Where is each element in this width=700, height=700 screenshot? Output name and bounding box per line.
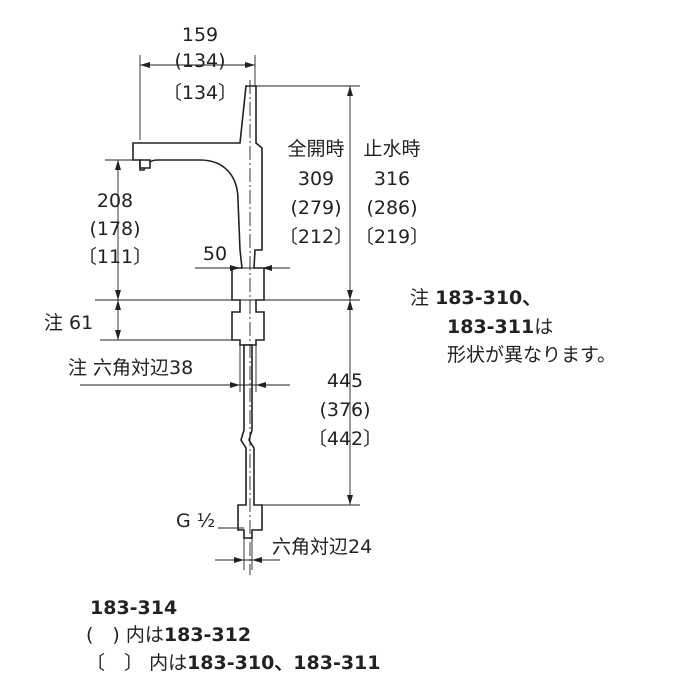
spout-height-main-label: 208 (96, 190, 134, 212)
note-model-a: 183-310、 (435, 287, 542, 309)
shape-note-line2: 183-311は (447, 316, 553, 338)
shank-paren-label: (376) (319, 399, 371, 421)
stop-label: 止水時 (363, 138, 421, 160)
spout-outline (132, 85, 265, 346)
shape-note-line3: 形状が異なります。 (447, 344, 617, 366)
hex38-label: 注 六角対辺38 (68, 357, 194, 379)
arrow-down-icon (347, 495, 353, 505)
arrow-left-icon (256, 382, 266, 388)
arrow-up-icon (347, 300, 353, 310)
arrow-up-icon (115, 300, 121, 310)
note61-label: 注 61 (44, 312, 94, 334)
spout-height-paren-label: (178) (89, 218, 141, 240)
arrow-down-icon (115, 290, 121, 300)
arrow-right-icon (245, 62, 255, 68)
legend-paren-symbol: ( ) (86, 624, 120, 646)
arrow-left-icon (252, 557, 262, 563)
hex24-label: 六角対辺24 (272, 536, 373, 558)
legend-paren-line: ( ) 内は183-312 (86, 624, 251, 646)
legend-paren-text: 内は (125, 624, 164, 646)
width-main-label: 159 (181, 24, 219, 46)
shank-bracket-label: 〔442〕 (307, 428, 383, 450)
shank-main-label: 445 (326, 370, 364, 392)
legend-bracket-line: 〔 〕 内は183-310、183-311 (86, 652, 381, 674)
legend-model: 183-314 (90, 597, 178, 619)
note-model-b: 183-311 (447, 316, 535, 338)
legend-bracket-text: 内は (149, 652, 188, 674)
legend-bracket-symbol: 〔 〕 (86, 652, 144, 674)
spout-height-bracket-label: 〔111〕 (77, 246, 153, 268)
width-paren-label: (134) (174, 50, 226, 72)
stop-bracket-label: 〔219〕 (354, 226, 430, 248)
full-open-label: 全開時 (287, 138, 345, 160)
shape-note-line1: 注 183-310、 (410, 287, 541, 309)
arrow-left-icon (140, 62, 150, 68)
full-open-paren-label: (279) (290, 197, 342, 219)
arrow-down-icon (115, 330, 121, 340)
stop-main-label: 316 (373, 168, 411, 190)
aerator (139, 159, 151, 169)
legend-bracket-models: 183-310、183-311 (187, 652, 381, 674)
note-suffix-b: は (534, 316, 554, 338)
arrow-right-icon (234, 557, 244, 563)
arrow-right-icon (230, 382, 240, 388)
note-prefix: 注 (410, 287, 430, 309)
arrow-left-icon (262, 265, 272, 271)
stop-paren-label: (286) (366, 197, 418, 219)
full-open-bracket-label: 〔212〕 (278, 226, 354, 248)
arrow-up-icon (115, 160, 121, 170)
neck-label: 50 (202, 243, 228, 265)
width-bracket-label: 〔134〕 (162, 82, 238, 104)
arrow-right-icon (230, 265, 240, 271)
legend-paren-model: 183-312 (163, 624, 252, 646)
full-open-main-label: 309 (297, 168, 335, 190)
arrow-up-icon (347, 86, 353, 96)
arrow-down-icon (347, 290, 353, 300)
thread-label: G ½ (176, 510, 216, 532)
